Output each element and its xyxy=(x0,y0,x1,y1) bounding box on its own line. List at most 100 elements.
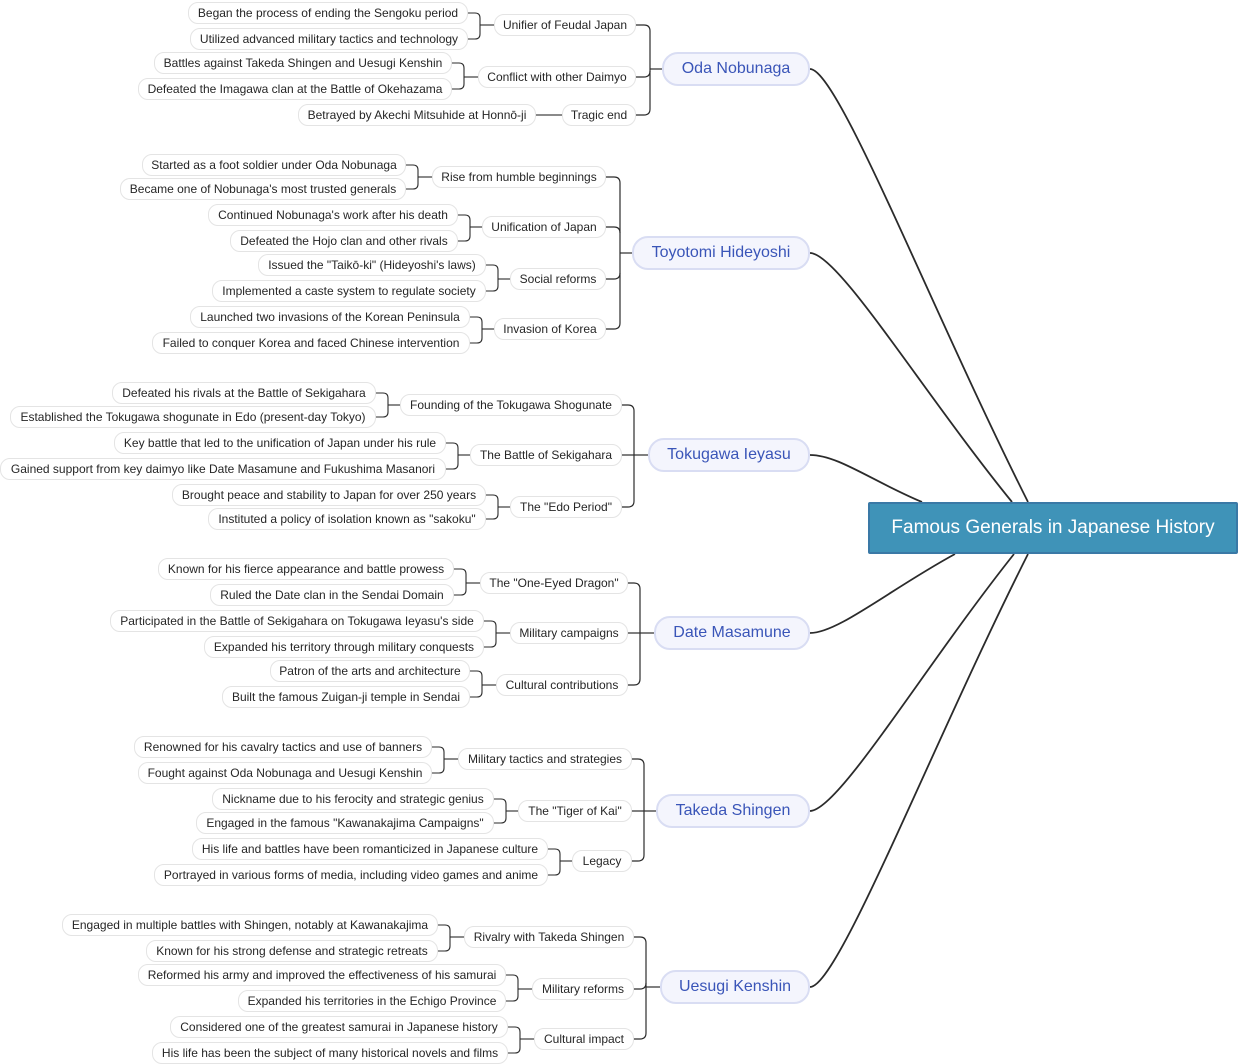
topic-node[interactable]: Social reforms xyxy=(510,268,606,290)
leaf-node[interactable]: Nickname due to his ferocity and strateg… xyxy=(212,788,494,810)
leaf-node[interactable]: Established the Tokugawa shogunate in Ed… xyxy=(10,406,376,428)
topic-leaf-link xyxy=(486,513,499,520)
topic-node[interactable]: Cultural contributions xyxy=(496,674,628,696)
topic-node[interactable]: The "Tiger of Kai" xyxy=(518,800,632,822)
leaf-node[interactable]: Built the famous Zuigan-ji temple in Sen… xyxy=(222,686,470,708)
topic-leaf-link xyxy=(508,1026,521,1033)
topic-node[interactable]: Rivalry with Takeda Shingen xyxy=(464,926,634,948)
topic-leaf-link xyxy=(458,214,471,221)
topic-leaf-link xyxy=(548,869,561,876)
topic-node[interactable]: The "Edo Period" xyxy=(510,496,622,518)
leaf-node[interactable]: Fought against Oda Nobunaga and Uesugi K… xyxy=(138,762,432,784)
root-branch-link xyxy=(809,252,1013,503)
topic-leaf-link xyxy=(494,798,507,805)
leaf-node[interactable]: Expanded his territories in the Echigo P… xyxy=(238,990,506,1012)
topic-node[interactable]: The Battle of Sekigahara xyxy=(470,444,622,466)
branch-uesugi-kenshin[interactable]: Uesugi Kenshin xyxy=(660,970,810,1004)
leaf-node[interactable]: Started as a foot soldier under Oda Nobu… xyxy=(142,154,406,176)
leaf-node[interactable]: Known for his strong defense and strateg… xyxy=(146,940,438,962)
branch-oda-nobunaga[interactable]: Oda Nobunaga xyxy=(662,52,810,86)
branch-takeda-shingen[interactable]: Takeda Shingen xyxy=(656,794,810,828)
root-branch-link xyxy=(809,553,1015,812)
leaf-node[interactable]: Reformed his army and improved the effec… xyxy=(138,964,506,986)
branch-topic-link xyxy=(632,854,645,862)
topic-leaf-link xyxy=(484,620,497,627)
topic-node[interactable]: Tragic end xyxy=(562,104,636,126)
branch-topic-link xyxy=(606,322,621,330)
topic-node[interactable]: Legacy xyxy=(572,850,632,872)
leaf-node[interactable]: Defeated his rivals at the Battle of Sek… xyxy=(112,382,376,404)
topic-leaf-link xyxy=(506,974,519,981)
topic-leaf-link xyxy=(548,848,561,855)
topic-leaf-link xyxy=(376,411,389,418)
topic-leaf-link xyxy=(486,285,499,292)
leaf-node[interactable]: Launched two invasions of the Korean Pen… xyxy=(190,306,470,328)
topic-node[interactable]: Unifier of Feudal Japan xyxy=(494,14,636,36)
topic-leaf-link xyxy=(446,442,459,449)
leaf-node[interactable]: Patron of the arts and architecture xyxy=(270,660,470,682)
branch-topic-link xyxy=(634,936,647,944)
leaf-node[interactable]: Became one of Nobunaga's most trusted ge… xyxy=(120,178,406,200)
topic-node[interactable]: Rise from humble beginnings xyxy=(432,166,606,188)
topic-leaf-link xyxy=(452,62,465,69)
topic-leaf-link xyxy=(486,264,499,271)
root-node[interactable]: Famous Generals in Japanese History xyxy=(868,502,1238,554)
branch-topic-link xyxy=(606,226,621,234)
topic-leaf-link xyxy=(406,183,419,190)
leaf-node[interactable]: Renowned for his cavalry tactics and use… xyxy=(134,736,432,758)
branch-topic-link xyxy=(636,108,651,116)
leaf-node[interactable]: Implemented a caste system to regulate s… xyxy=(212,280,486,302)
leaf-node[interactable]: Betrayed by Akechi Mitsuhide at Honnō-ji xyxy=(298,104,536,126)
branch-date-masamune[interactable]: Date Masamune xyxy=(654,616,810,650)
topic-leaf-link xyxy=(494,817,507,824)
topic-leaf-link xyxy=(438,924,451,931)
branch-topic-link xyxy=(634,1032,647,1040)
topic-leaf-link xyxy=(468,12,481,19)
topic-leaf-link xyxy=(432,767,445,774)
leaf-node[interactable]: Expanded his territory through military … xyxy=(204,636,484,658)
topic-node[interactable]: Military campaigns xyxy=(510,622,628,644)
topic-node[interactable]: Invasion of Korea xyxy=(494,318,606,340)
leaf-node[interactable]: Failed to conquer Korea and faced Chines… xyxy=(152,332,470,354)
branch-topic-link xyxy=(636,70,651,78)
leaf-node[interactable]: Utilized advanced military tactics and t… xyxy=(190,28,468,50)
branch-topic-link xyxy=(606,176,621,184)
topic-leaf-link xyxy=(508,1047,521,1054)
branch-topic-link xyxy=(622,500,635,508)
topic-leaf-link xyxy=(446,463,459,470)
leaf-node[interactable]: Brought peace and stability to Japan for… xyxy=(172,484,486,506)
topic-node[interactable]: Conflict with other Daimyo xyxy=(478,66,636,88)
leaf-node[interactable]: Began the process of ending the Sengoku … xyxy=(188,2,468,24)
topic-leaf-link xyxy=(452,83,465,90)
topic-node[interactable]: Founding of the Tokugawa Shogunate xyxy=(400,394,622,416)
branch-topic-link xyxy=(622,404,635,412)
topic-leaf-link xyxy=(454,589,467,596)
leaf-node[interactable]: Gained support from key daimyo like Date… xyxy=(0,458,446,480)
topic-node[interactable]: Military tactics and strategies xyxy=(458,748,632,770)
leaf-node[interactable]: Continued Nobunaga's work after his deat… xyxy=(208,204,458,226)
leaf-node[interactable]: Known for his fierce appearance and batt… xyxy=(158,558,454,580)
leaf-node[interactable]: Portrayed in various forms of media, inc… xyxy=(154,864,548,886)
leaf-node[interactable]: Instituted a policy of isolation known a… xyxy=(208,508,486,530)
leaf-node[interactable]: Considered one of the greatest samurai i… xyxy=(170,1016,508,1038)
leaf-node[interactable]: Issued the "Taikō-ki" (Hideyoshi's laws) xyxy=(258,254,486,276)
topic-node[interactable]: Cultural impact xyxy=(534,1028,634,1050)
leaf-node[interactable]: Engaged in multiple battles with Shingen… xyxy=(62,914,438,936)
topic-node[interactable]: The "One-Eyed Dragon" xyxy=(480,572,628,594)
leaf-node[interactable]: His life has been the subject of many hi… xyxy=(152,1042,508,1064)
topic-node[interactable]: Unification of Japan xyxy=(482,216,606,238)
topic-node[interactable]: Military reforms xyxy=(532,978,634,1000)
leaf-node[interactable]: Participated in the Battle of Sekigahara… xyxy=(110,610,484,632)
branch-tokugawa-ieyasu[interactable]: Tokugawa Ieyasu xyxy=(648,438,810,472)
leaf-node[interactable]: Ruled the Date clan in the Sendai Domain xyxy=(210,584,454,606)
leaf-node[interactable]: Defeated the Hojo clan and other rivals xyxy=(230,230,458,252)
leaf-node[interactable]: Battles against Takeda Shingen and Uesug… xyxy=(154,52,452,74)
leaf-node[interactable]: Key battle that led to the unification o… xyxy=(114,432,446,454)
leaf-node[interactable]: Defeated the Imagawa clan at the Battle … xyxy=(138,78,452,100)
branch-toyotomi-hideyoshi[interactable]: Toyotomi Hideyoshi xyxy=(632,236,810,270)
branch-topic-link xyxy=(606,272,621,280)
leaf-node[interactable]: His life and battles have been romantici… xyxy=(192,838,548,860)
leaf-node[interactable]: Engaged in the famous "Kawanakajima Camp… xyxy=(196,812,494,834)
